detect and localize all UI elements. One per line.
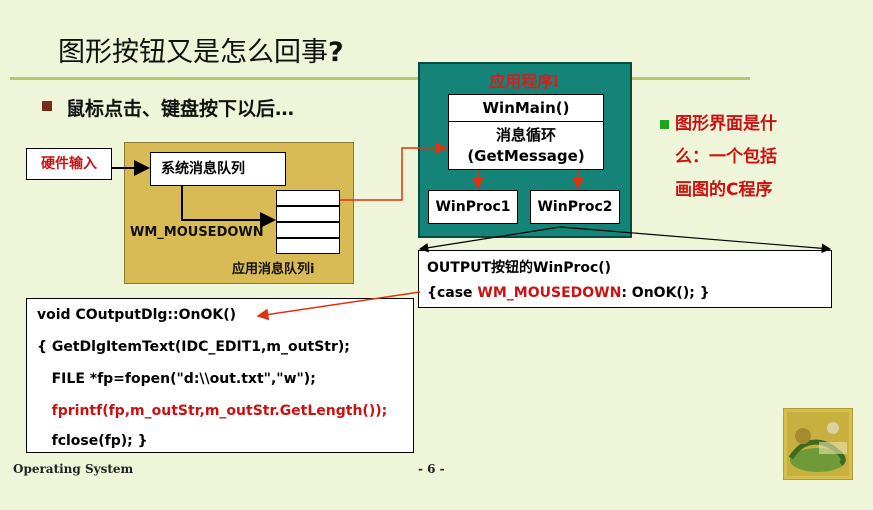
hardware-input-box: 硬件输入 [26,148,112,180]
winmain-label: WinMain() [482,99,570,117]
side-note: 图形界面是什 么：一个包括 画图的C程序 [660,108,777,207]
getmessage-label: (GetMessage) [467,147,585,165]
queue-cell [276,238,340,254]
winmain-box: WinMain() 消息循环 (GetMessage) [448,94,604,170]
queue-cell [276,206,340,222]
system-queue-box: 系统消息队列 [150,152,286,186]
code-line: void COutputDlg::OnOK() [37,307,237,323]
winproc1-box: WinProc1 [428,190,518,224]
footer-course: Operating System [13,462,134,476]
arrow-sysq-to-appq [181,186,276,228]
footer-page-number: - 6 - [418,462,445,476]
output-winproc-box: OUTPUT按钮的WinProc() {case WM_MOUSEDOWN: O… [418,250,832,308]
bullet-marker [42,101,52,111]
os-book-cover-image [783,408,853,480]
wm-mousedown-label: WM_MOUSEDOWN [130,225,264,240]
onok-code-box: void COutputDlg::OnOK() { GetDlgItemText… [26,298,414,453]
message-loop-label: 消息循环 [449,121,603,146]
code-line: { GetDlgItemText(IDC_EDIT1,m_outStr); [37,339,350,355]
output-winproc-title: OUTPUT按钮的WinProc() [427,260,612,276]
code-line: fprintf(fp,m_outStr,m_outStr.GetLength()… [37,403,388,419]
line-winproc2-to-output-right [559,226,832,254]
application-label: 应用程序i [489,72,559,91]
winproc2-box: WinProc2 [530,190,620,224]
main-bullet-text: 鼠标点击、键盘按下以后… [66,98,295,120]
arrow-output-to-onok [256,291,421,321]
title-divider [10,77,750,80]
app-queue-label: 应用消息队列i [232,262,315,277]
queue-cell [276,222,340,238]
output-case-line: {case WM_MOUSEDOWN: OnOK(); } [427,285,710,301]
side-bullet-marker [660,119,669,129]
slide-title: 图形按钮又是怎么回事? [58,37,344,68]
queue-cell [276,190,340,206]
code-line: FILE *fp=fopen("d:\\out.txt","w"); [37,371,316,387]
arrow-appq-to-winmain [340,142,448,201]
line-winproc2-to-output-left [418,226,561,253]
code-line: fclose(fp); } [37,433,148,449]
